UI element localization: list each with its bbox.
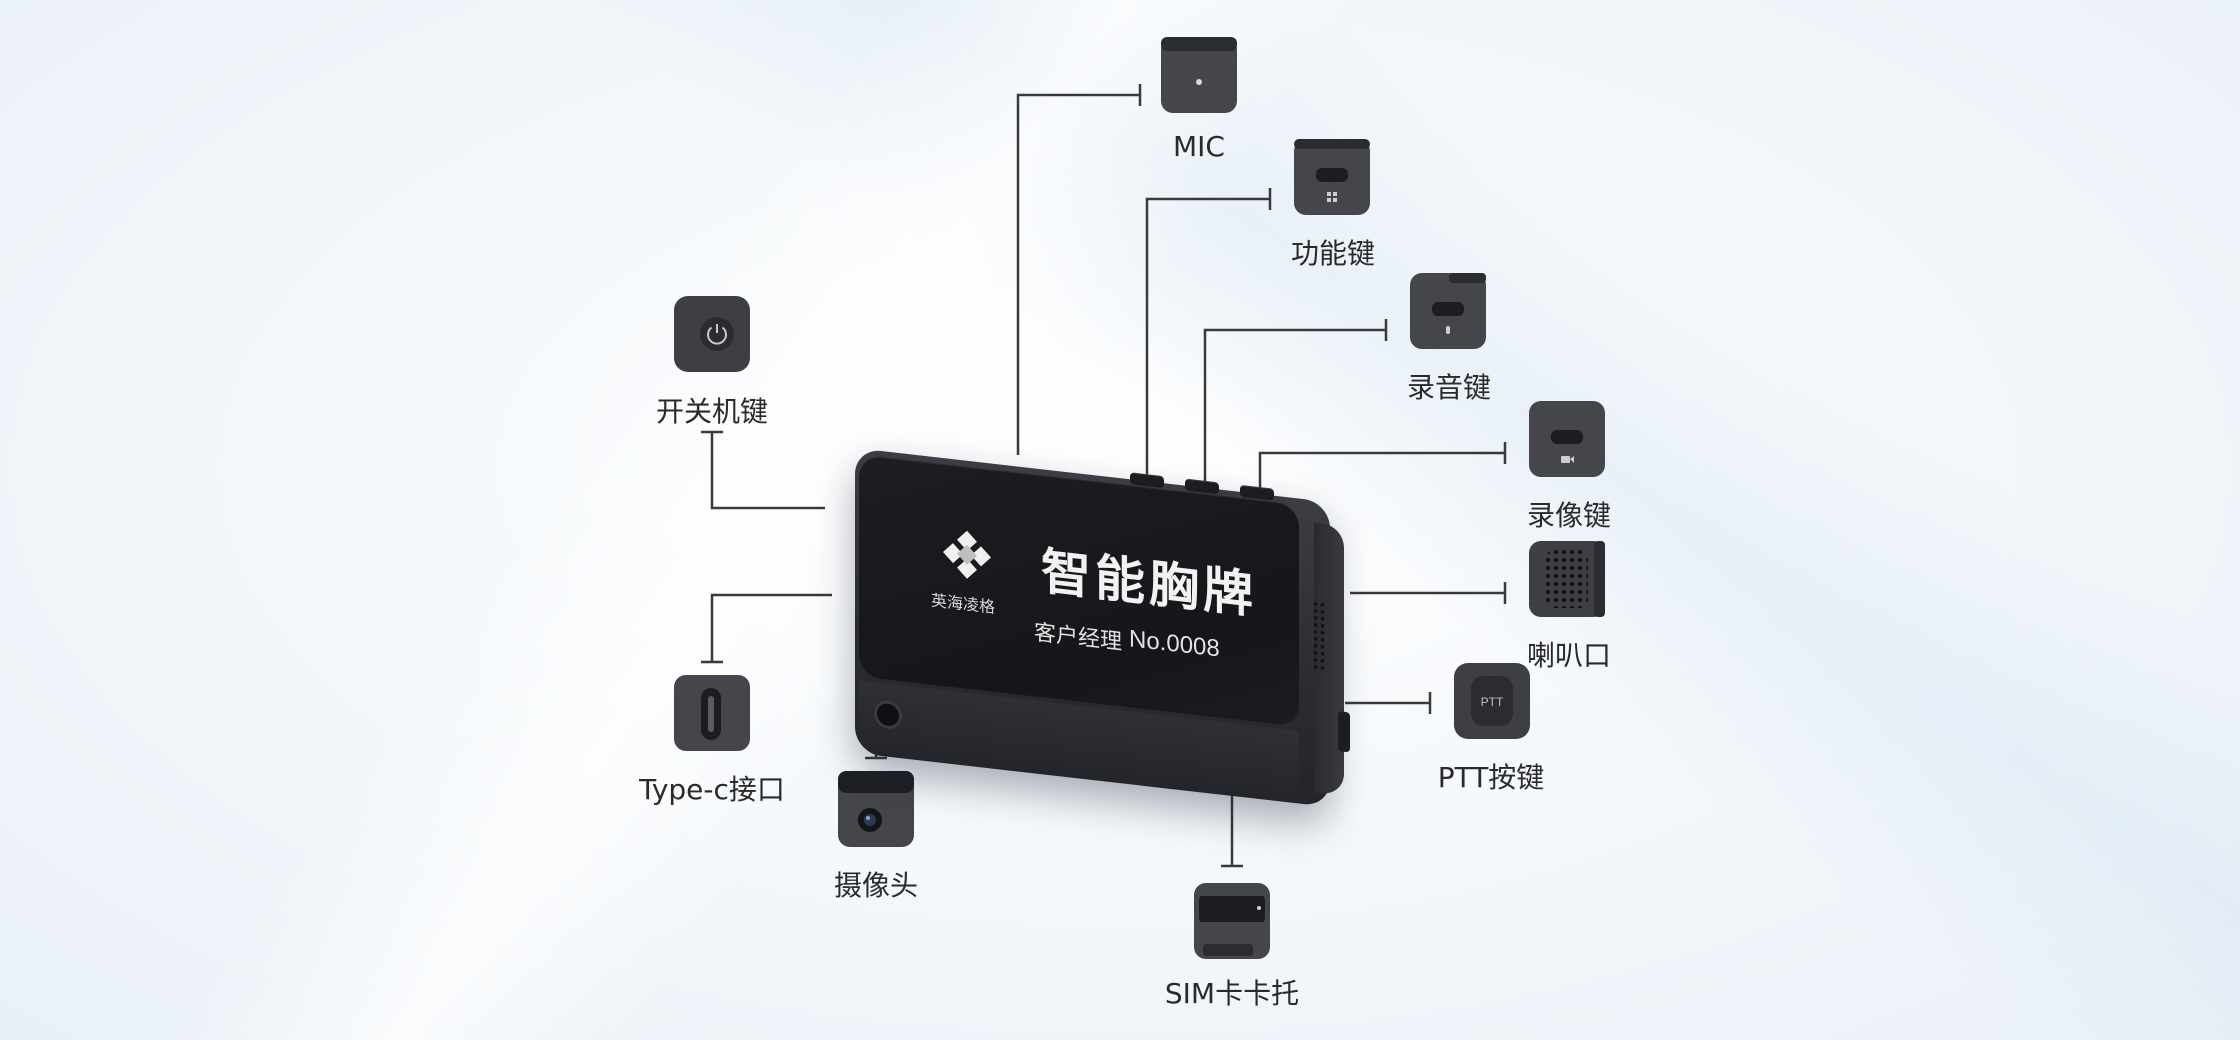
leader-line-function-key bbox=[1145, 197, 1270, 480]
device-speaker-grille bbox=[1312, 600, 1326, 672]
power-icon bbox=[707, 326, 727, 345]
mic-thumbnail bbox=[1161, 37, 1237, 113]
power-key-label: 开关机键 bbox=[655, 395, 769, 428]
ptt-thumbnail: PTT bbox=[1454, 663, 1530, 739]
function-key-thumbnail bbox=[1294, 139, 1370, 215]
sim-tray-thumbnail bbox=[1194, 883, 1270, 959]
speaker-label: 喇叭口 bbox=[1526, 639, 1612, 672]
record-audio-key-thumbnail bbox=[1410, 273, 1486, 349]
record-audio-key-label: 录音键 bbox=[1406, 371, 1492, 404]
leader-line-power bbox=[710, 432, 825, 510]
camera-thumbnail bbox=[838, 771, 914, 847]
record-video-key-thumbnail bbox=[1529, 401, 1605, 477]
leader-line-record-audio-key bbox=[1203, 328, 1386, 490]
ptt-key-label: PTT按键 bbox=[1437, 761, 1545, 794]
record-video-key-label: 录像键 bbox=[1526, 499, 1612, 532]
brand-name: 英海凌格 bbox=[931, 592, 996, 617]
typec-port-label: Type-c接口 bbox=[639, 773, 785, 806]
speaker-thumbnail bbox=[1529, 541, 1605, 617]
sim-tray-label: SIM卡卡托 bbox=[1164, 977, 1300, 1010]
leader-line-mic bbox=[1016, 93, 1140, 455]
device-ptt-button bbox=[1338, 711, 1350, 753]
camera-label: 摄像头 bbox=[833, 869, 919, 902]
typec-thumbnail bbox=[674, 675, 750, 751]
device-title: 智能胸牌 bbox=[1041, 542, 1257, 625]
ptt-icon-label: PTT bbox=[1481, 695, 1504, 709]
leader-line-typec bbox=[710, 593, 832, 662]
leader-line-record-video-key bbox=[1258, 451, 1505, 493]
device-number: No.0008 bbox=[1129, 625, 1220, 663]
power-thumbnail bbox=[674, 296, 750, 372]
mic-label: MIC bbox=[1173, 130, 1225, 163]
device-subtitle: 客户经理 bbox=[1034, 619, 1123, 655]
brand-logo-icon bbox=[943, 530, 991, 579]
device-screen: 英海凌格 智能胸牌 客户经理 No.0008 bbox=[859, 454, 1299, 727]
function-key-label: 功能键 bbox=[1290, 237, 1376, 270]
smart-badge-device: 英海凌格 智能胸牌 客户经理 No.0008 bbox=[855, 448, 1350, 808]
